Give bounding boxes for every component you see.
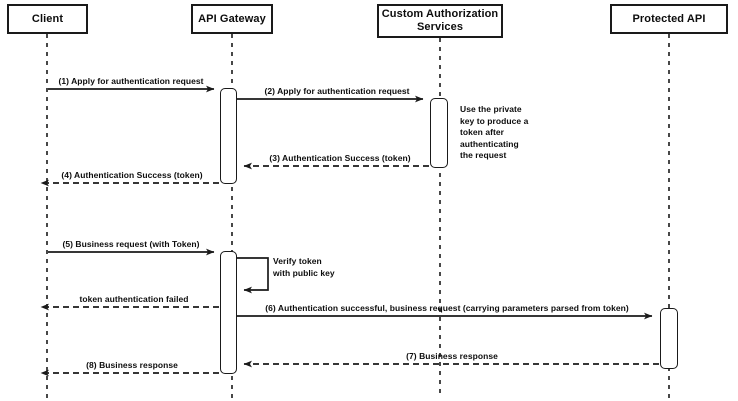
message-label-4: (4) Authentication Success (token): [61, 170, 203, 180]
actor-box-client[interactable]: Client: [7, 4, 88, 34]
actor-label-protected-api: Protected API: [632, 12, 706, 25]
actor-label-api-gateway: API Gateway: [198, 12, 266, 25]
activation-bar-api-gateway-business: [220, 251, 237, 374]
message-label-1: (1) Apply for authentication request: [58, 76, 204, 86]
message-label-self-verify-line2: with public key: [273, 267, 335, 278]
lifelines: [46, 34, 670, 398]
message-label-token-failed: token authentication failed: [79, 294, 189, 304]
actor-box-custom-authorization-services[interactable]: Custom Authorization Services: [377, 4, 503, 38]
message-label-7: (7) Business response: [406, 351, 498, 361]
activation-bar-api-gateway-auth: [220, 88, 237, 184]
message-label-5: (5) Business request (with Token): [62, 239, 200, 249]
activation-bar-protected-api: [660, 308, 678, 369]
activation-bar-custom-auth: [430, 98, 448, 168]
actor-label-custom-auth-line1: Custom Authorization: [381, 8, 499, 20]
message-label-2: (2) Apply for authentication request: [264, 86, 410, 96]
message-label-self-verify: Verify token with public key: [273, 256, 335, 279]
note-private-key: Use the private key to produce a token a…: [460, 104, 529, 160]
actor-box-protected-api[interactable]: Protected API: [610, 4, 728, 34]
actor-label-client: Client: [31, 12, 64, 25]
actor-label-custom-auth-line2: Services: [416, 21, 464, 33]
message-arrow-self-verify: [237, 257, 269, 294]
message-label-6: (6) Authentication successful, business …: [265, 303, 629, 313]
message-label-3: (3) Authentication Success (token): [269, 153, 411, 163]
actor-box-api-gateway[interactable]: API Gateway: [191, 4, 273, 34]
message-label-8: (8) Business response: [86, 360, 178, 370]
message-label-self-verify-line1: Verify token: [273, 256, 322, 266]
